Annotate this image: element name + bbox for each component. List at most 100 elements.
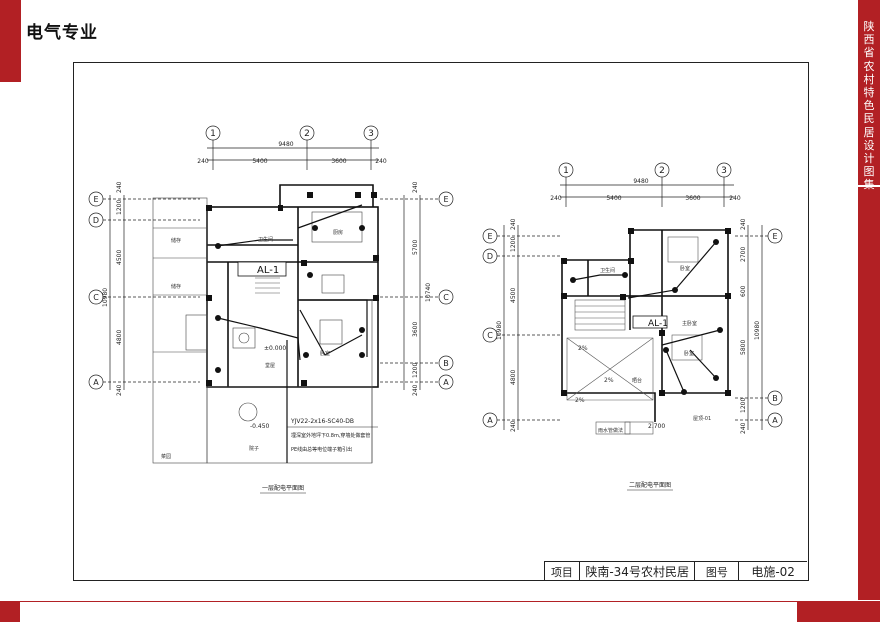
plan2-dim-left-total: 10980 bbox=[496, 321, 503, 340]
plan1-dim-left-2: 1200 bbox=[116, 200, 123, 215]
plan1-grid-row-e: E bbox=[93, 195, 98, 204]
plan1-dim-left-total: 10980 bbox=[102, 288, 109, 307]
plan1-grid-row-c-right: C bbox=[443, 293, 449, 302]
plan1-grid-row-b-right: B bbox=[443, 359, 449, 368]
plan1-dim-left-4: 4800 bbox=[116, 330, 123, 345]
side-banner-text: 陕西省农村特色民居设计图集 bbox=[863, 20, 875, 191]
plan2-dim-right-5: 1200 bbox=[740, 398, 747, 413]
plan2-room-terrace: 晒台 bbox=[632, 377, 642, 384]
plan1-elevation: ±0.000 bbox=[264, 345, 286, 352]
plan2-dim-left-1: 240 bbox=[510, 218, 517, 230]
plan1-room-bathroom: 卫生间 bbox=[258, 236, 273, 243]
plan2-dim-right-6: 240 bbox=[740, 422, 747, 434]
plan2-panel-label: AL-1 bbox=[648, 319, 668, 329]
plan2-slope-3: 2% bbox=[575, 397, 585, 404]
plan2-grid-row-d: D bbox=[487, 252, 493, 261]
plan1-elevation-outside: -0.450 bbox=[250, 423, 270, 430]
plan1-dim-left-5: 240 bbox=[116, 384, 123, 396]
plan2-grid-col-1: 1 bbox=[563, 166, 569, 176]
plan1-dim-right-1: 240 bbox=[412, 181, 419, 193]
plan2-dim-top-1: 240 bbox=[550, 195, 562, 202]
plan2-room-bathroom: 卫生间 bbox=[600, 267, 615, 274]
side-banner-divider bbox=[858, 185, 880, 187]
left-accent-bar bbox=[0, 0, 21, 82]
plan1-room-hall: 堂屋 bbox=[265, 362, 275, 369]
plan1-grid-row-c: C bbox=[93, 293, 99, 302]
plan2-dim-right-4: 5800 bbox=[740, 340, 747, 355]
plan1-dim-right-3: 3600 bbox=[412, 322, 419, 337]
footer-rule bbox=[0, 601, 880, 602]
plan2-grid-col-3: 3 bbox=[721, 166, 727, 176]
plan1-dim-top-2: 5400 bbox=[252, 158, 267, 165]
plan1-dim-total: 9480 bbox=[278, 141, 293, 148]
plan2-dim-right-2: 2700 bbox=[740, 247, 747, 262]
plan1-dim-right-2: 5700 bbox=[412, 240, 419, 255]
plan1-dim-left-3: 4500 bbox=[116, 250, 123, 265]
plan2-dim-total: 9480 bbox=[633, 178, 648, 185]
plan2-dim-right-3: 600 bbox=[740, 285, 747, 297]
title-block-project-label: 项目 bbox=[545, 562, 580, 581]
plan1-grid-row-a: A bbox=[93, 378, 99, 387]
plan2-grid-row-e: E bbox=[487, 232, 492, 241]
plan2-grid-row-a-right: A bbox=[772, 416, 778, 425]
plan2-grid-col-2: 2 bbox=[659, 166, 665, 176]
drawing-frame bbox=[73, 62, 809, 581]
plan1-room-garden: 菜园 bbox=[161, 453, 171, 460]
plan1-grid-col-1: 1 bbox=[210, 129, 216, 139]
plan2-dim-left-3: 4500 bbox=[510, 288, 517, 303]
title-block-drawing-number: 电施-02 bbox=[751, 565, 795, 579]
plan1-dim-right-5: 240 bbox=[412, 384, 419, 396]
plan2-slope-2: 2% bbox=[604, 377, 614, 384]
plan2-room-bedroom-1: 卧室 bbox=[680, 265, 690, 272]
plan2-grid-row-e-right: E bbox=[772, 232, 777, 241]
plan2-elevation: 2.700 bbox=[648, 423, 665, 430]
plan2-room-master-bedroom: 主卧室 bbox=[682, 320, 697, 327]
plan1-room-storage-1: 储存 bbox=[171, 237, 181, 244]
plan1-grid-row-e-right: E bbox=[443, 195, 448, 204]
plan2-grid-row-c: C bbox=[487, 331, 493, 340]
plan2-note: 屋顶-01 bbox=[693, 416, 711, 422]
plan1-cable-note-1: 埋深室外地坪下0.8m,穿墙处做套管 bbox=[291, 432, 370, 439]
plan2-dim-top-4: 240 bbox=[729, 195, 741, 202]
title-block-drawing-label: 图号 bbox=[695, 562, 740, 581]
plan1-caption: 一层配电平面图 bbox=[262, 484, 304, 492]
plan1-dim-top-4: 240 bbox=[375, 158, 387, 165]
title-block: 项目 陕南-34号农村民居 图号 电施-02 bbox=[544, 561, 807, 581]
plan2-dim-left-2: 1200 bbox=[510, 237, 517, 252]
plan2-dim-right-total: 10980 bbox=[754, 321, 761, 340]
plan2-caption: 二层配电平面图 bbox=[629, 481, 671, 489]
plan1-dim-right-total: 10740 bbox=[425, 283, 432, 302]
side-banner: 陕西省农村特色民居设计图集 bbox=[858, 0, 880, 600]
plan2-grid-row-b-right: B bbox=[772, 394, 778, 403]
plan2-dim-left-4: 4800 bbox=[510, 370, 517, 385]
plan1-cable-spec: YJV22-2x16-SC40-DB bbox=[290, 418, 354, 425]
plan2-dim-left-5: 240 bbox=[510, 420, 517, 432]
plan1-grid-row-d: D bbox=[93, 216, 99, 225]
plan1-dim-right-4: 1200 bbox=[412, 363, 419, 378]
plan1-grid-col-2: 2 bbox=[304, 129, 310, 139]
plan2-dim-right-1: 240 bbox=[740, 218, 747, 230]
plan1-room-bedroom: 卧室 bbox=[320, 350, 330, 357]
plan1-grid-row-a-right: A bbox=[443, 378, 449, 387]
footer-left-block bbox=[0, 602, 20, 622]
plan1-dim-top-1: 240 bbox=[197, 158, 209, 165]
plan1-room-kitchen: 厨房 bbox=[333, 229, 343, 236]
plan2-slope-1: 2% bbox=[578, 345, 588, 352]
plan2-bottom-label: 雨水管做法 bbox=[598, 427, 623, 434]
plan2-room-bedroom-2: 卧室 bbox=[684, 350, 694, 357]
plan1-panel-label: AL-1 bbox=[257, 265, 279, 276]
plan1-cable-note-2: PE线由总等电位端子箱引出 bbox=[291, 446, 352, 453]
plan1-room-storage-2: 储存 bbox=[171, 283, 181, 290]
plan1-dim-left-1: 240 bbox=[116, 181, 123, 193]
plan1-room-yard: 院子 bbox=[249, 445, 259, 452]
footer-right-block bbox=[797, 602, 880, 622]
page-title: 电气专业 bbox=[26, 23, 98, 43]
plan2-grid-row-a: A bbox=[487, 416, 493, 425]
plan2-dim-top-3: 3600 bbox=[685, 195, 700, 202]
plan1-dim-top-3: 3600 bbox=[331, 158, 346, 165]
plan1-grid-col-3: 3 bbox=[368, 129, 374, 139]
title-block-project-name: 陕南-34号农村民居 bbox=[580, 562, 696, 581]
plan2-dim-top-2: 5400 bbox=[606, 195, 621, 202]
